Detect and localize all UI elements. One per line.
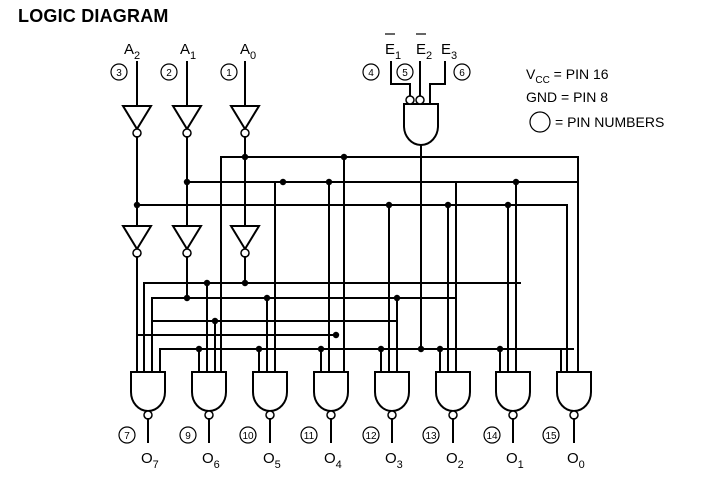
- pin-number-o1: 14: [486, 431, 498, 442]
- enable-label-e2: E2: [416, 41, 432, 62]
- wire-e3-input: [429, 61, 446, 105]
- pin-number-e2: 5: [402, 68, 408, 79]
- pin-marker-a0: [220, 63, 238, 81]
- pin-number-a0: 1: [226, 68, 232, 79]
- pin-number-e3: 6: [459, 68, 465, 79]
- pin-number-e1: 4: [368, 68, 374, 79]
- pin-marker-o0: [542, 426, 560, 444]
- pin-number-o2: 13: [425, 431, 437, 442]
- nand-gate-o6: [191, 371, 227, 443]
- inverter-a1-top: [171, 105, 203, 138]
- legend-gnd: GND = PIN 8: [526, 89, 608, 105]
- output-label-o2: O2: [446, 450, 464, 471]
- inverter-a0-top: [229, 105, 261, 138]
- pin-marker-o2: [422, 426, 440, 444]
- pin-marker-o7: [118, 426, 136, 444]
- nand-gate-o7: [130, 371, 166, 443]
- inverter-a2-top: [121, 105, 153, 138]
- nand-gate-o5: [252, 371, 288, 443]
- pin-number-a1: 2: [166, 68, 172, 79]
- pin-marker-o1: [483, 426, 501, 444]
- pin-marker-o5: [239, 426, 257, 444]
- pin-marker-e3: [453, 63, 471, 81]
- wire-e1-input: [390, 61, 411, 97]
- pin-marker-e2: [396, 63, 414, 81]
- pin-marker-a2: [110, 63, 128, 81]
- output-label-o7: O7: [141, 450, 159, 471]
- pin-number-o6: 9: [185, 431, 191, 442]
- diagram-title: LOGIC DIAGRAM: [18, 6, 169, 26]
- pin-marker-o4: [300, 426, 318, 444]
- legend-pin-circle: [529, 111, 551, 133]
- enable-label-e3: E3: [441, 41, 457, 62]
- nand-gate-o4: [313, 371, 349, 443]
- legend-pin-numbers: = PIN NUMBERS: [555, 114, 664, 130]
- pin-number-o3: 12: [365, 431, 377, 442]
- enable-label-e1: E1: [385, 41, 401, 62]
- output-label-o6: O6: [202, 450, 220, 471]
- address-label-a1: A1: [180, 41, 196, 62]
- pin-number-o7: 7: [124, 431, 130, 442]
- enable-and-gate: [403, 95, 439, 146]
- legend-vcc: VCC = PIN 16: [526, 66, 609, 86]
- address-label-a2: A2: [124, 41, 140, 62]
- nand-gate-o0: [556, 371, 592, 443]
- pin-number-o4: 11: [304, 431, 315, 442]
- pin-number-o5: 10: [242, 431, 254, 442]
- nand-gate-o2: [435, 371, 471, 443]
- inverter-a0-bottom: [229, 225, 261, 258]
- pin-number-o0: 15: [545, 431, 557, 442]
- pin-marker-o3: [362, 426, 380, 444]
- inverter-a1-bottom: [171, 225, 203, 258]
- pin-marker-a1: [160, 63, 178, 81]
- output-label-o0: O0: [567, 450, 585, 471]
- nand-gate-o3: [374, 371, 410, 443]
- inverter-a2-bottom: [121, 225, 153, 258]
- pin-marker-o6: [179, 426, 197, 444]
- pin-marker-e1: [362, 63, 380, 81]
- output-label-o3: O3: [385, 450, 403, 471]
- address-label-a0: A0: [240, 41, 256, 62]
- output-gates: [130, 371, 592, 443]
- junction-dots: [133, 153, 520, 353]
- output-label-o4: O4: [324, 450, 342, 471]
- nand-gate-o1: [495, 371, 531, 443]
- pin-number-a2: 3: [116, 68, 122, 79]
- output-label-o5: O5: [263, 450, 281, 471]
- output-label-o1: O1: [506, 450, 524, 471]
